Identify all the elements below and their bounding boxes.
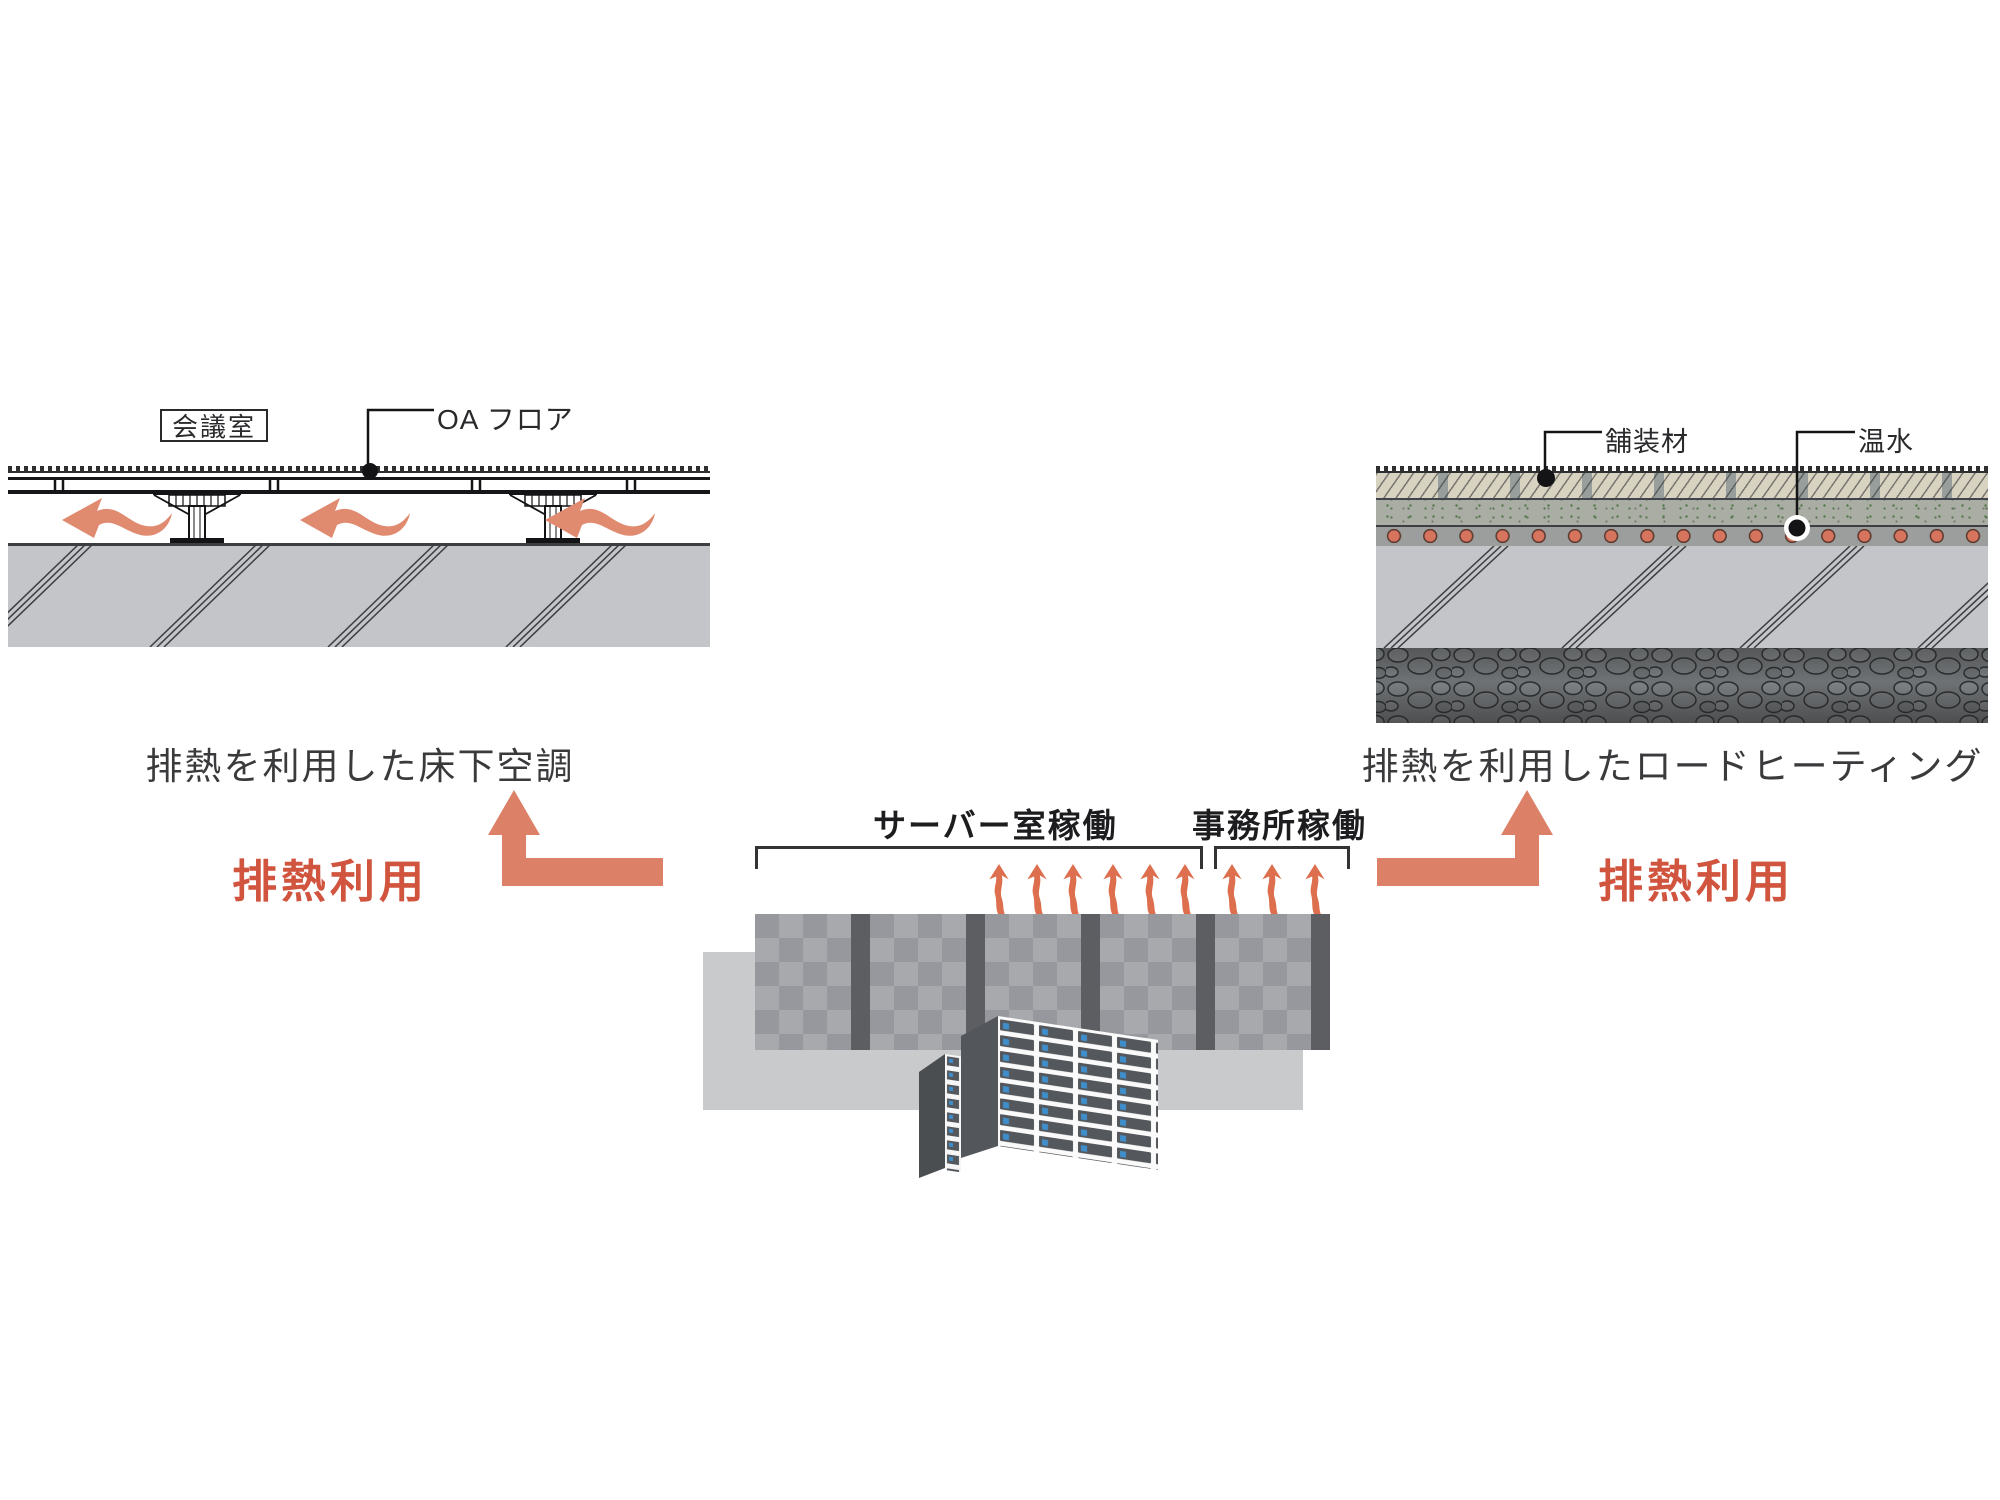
right-caption: 排熱を利用したロードヒーティング xyxy=(1361,746,1984,787)
server-room-bracket xyxy=(755,846,1203,869)
heat-reuse-label-right: 排熱利用 xyxy=(1598,856,1795,907)
container-gap xyxy=(966,914,985,1050)
office-operation-label: 事務所稼働 xyxy=(1192,807,1367,844)
server-container xyxy=(1100,914,1196,1050)
concrete-slab-right xyxy=(1376,546,1988,648)
mortar-bed-layer xyxy=(1376,500,1988,525)
meeting-room-label: 会議室 xyxy=(171,412,256,442)
server-container xyxy=(755,914,851,1050)
container-gap xyxy=(851,914,870,1050)
heat-reuse-label-left: 排熱利用 xyxy=(232,856,429,907)
container-gap xyxy=(1196,914,1215,1050)
floor-pedestal xyxy=(151,491,243,545)
container-gap xyxy=(1081,914,1100,1050)
rising-heat-arrows xyxy=(989,864,1325,914)
oa-floor-label: OA フロア xyxy=(437,404,574,435)
airflow-arrow-icon xyxy=(300,498,410,538)
office-bracket xyxy=(1214,846,1350,869)
server-container xyxy=(985,914,1081,1050)
exhaust-heat-arrow-left-icon xyxy=(488,790,663,886)
paving-blocks-layer xyxy=(1376,473,1988,500)
raised-floor-panels xyxy=(8,477,710,494)
container-gap xyxy=(1311,914,1330,1050)
floor-carpet-texture xyxy=(8,466,710,473)
airflow-arrow-icon xyxy=(62,498,172,538)
exhaust-heat-arrow-right-icon xyxy=(1377,790,1553,886)
concrete-slab-left xyxy=(8,543,710,647)
hot-water-label: 温水 xyxy=(1858,427,1914,457)
server-room-operation-label: サーバー室稼働 xyxy=(873,807,1118,844)
airflow-arrow-icon xyxy=(545,498,655,538)
floor-pedestal xyxy=(507,491,599,545)
paving-material-label: 舗装材 xyxy=(1605,427,1689,457)
server-container xyxy=(1215,914,1311,1050)
meeting-room-label-box: 会議室 xyxy=(160,409,268,442)
paving-surface-texture xyxy=(1376,466,1988,473)
server-container-row xyxy=(755,914,1330,1050)
server-container xyxy=(870,914,966,1050)
left-caption: 排熱を利用した床下空調 xyxy=(145,746,575,787)
gravel-base-layer xyxy=(1376,648,1988,723)
